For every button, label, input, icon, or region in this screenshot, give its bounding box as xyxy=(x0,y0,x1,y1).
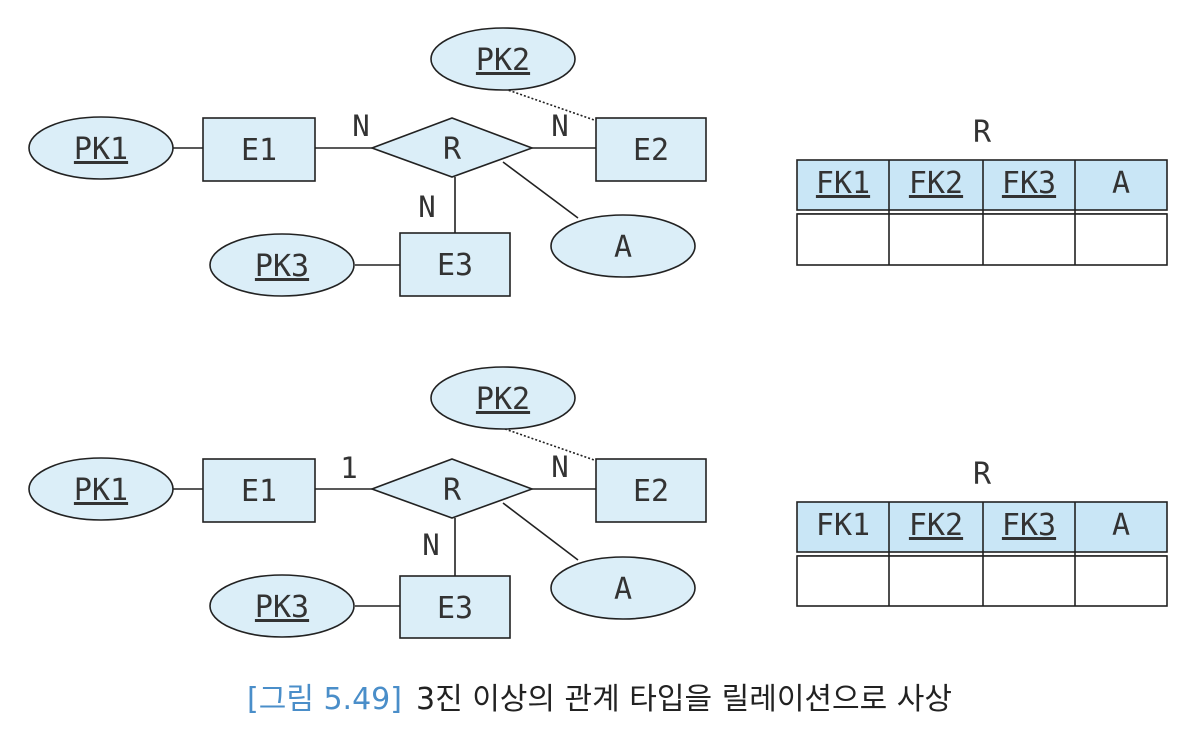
relation-table-2: R FK1 FK2 FK3 A xyxy=(796,457,1168,607)
entity-e3-label: E3 xyxy=(437,591,473,626)
column-fk2: FK2 xyxy=(909,508,963,543)
attribute-pk3-label: PK3 xyxy=(255,590,309,625)
entity-e1-label: E1 xyxy=(241,133,277,168)
column-fk1: FK1 xyxy=(816,508,870,543)
attribute-pk2-label: PK2 xyxy=(476,43,530,78)
entity-e2 xyxy=(595,117,707,182)
attribute-pk3 xyxy=(209,574,355,638)
column-fk3: FK3 xyxy=(1002,166,1056,201)
column-fk2: FK2 xyxy=(909,166,963,201)
attribute-a-label: A xyxy=(614,230,632,265)
attribute-pk2-label: PK2 xyxy=(476,382,530,417)
entity-e1 xyxy=(202,117,316,182)
attribute-pk3-label: PK3 xyxy=(255,249,309,284)
attribute-pk2 xyxy=(430,27,576,91)
cardinality-e3: N xyxy=(422,528,439,562)
cardinality-e2: N xyxy=(551,109,568,143)
table-name: R xyxy=(973,115,992,150)
cardinality-e1: N xyxy=(352,109,369,143)
column-a: A xyxy=(1112,166,1130,201)
attribute-pk1 xyxy=(28,116,174,180)
column-fk3: FK3 xyxy=(1002,508,1056,543)
relationship-r-label: R xyxy=(443,473,462,508)
er-diagram-2: PK1 PK2 PK3 A E1 E2 E3 R 1 N N xyxy=(28,366,707,639)
connector-r-a xyxy=(502,161,579,219)
cardinality-e1: 1 xyxy=(340,451,357,485)
connector-pk2-e2 xyxy=(504,428,598,462)
attribute-pk3 xyxy=(209,233,355,297)
entity-e1 xyxy=(202,458,316,523)
relationship-r-label: R xyxy=(443,132,462,167)
attribute-a-label: A xyxy=(614,572,632,607)
table-name: R xyxy=(973,457,992,492)
entity-e3-label: E3 xyxy=(437,248,473,283)
entity-e2-label: E2 xyxy=(633,474,669,509)
connector-r-a xyxy=(502,502,579,561)
table-row xyxy=(796,213,1168,266)
entity-e2 xyxy=(595,458,707,523)
entity-e1-label: E1 xyxy=(241,474,277,509)
er-diagram-1: PK1 PK2 PK3 A E1 E2 E3 R N N N xyxy=(28,27,707,297)
table-header xyxy=(796,159,1168,211)
column-a: A xyxy=(1112,508,1130,543)
relation-table-1: R FK1 FK2 FK3 A xyxy=(796,115,1168,266)
table-row xyxy=(796,555,1168,607)
attribute-pk2 xyxy=(430,366,576,430)
attribute-a xyxy=(550,556,696,620)
figure-title: 3진 이상의 관계 타입을 릴레이션으로 사상 xyxy=(415,682,952,717)
entity-e3 xyxy=(399,575,511,639)
attribute-a xyxy=(550,214,696,278)
attribute-pk1-label: PK1 xyxy=(74,473,128,508)
column-fk1: FK1 xyxy=(816,166,870,201)
relationship-r xyxy=(369,117,535,178)
figure-caption: [그림 5.49] 3진 이상의 관계 타입을 릴레이션으로 사상 xyxy=(0,674,1199,718)
cardinality-e3: N xyxy=(418,190,435,224)
figure-number: [그림 5.49] xyxy=(247,682,402,717)
table-header xyxy=(796,501,1168,553)
relationship-r xyxy=(369,458,535,519)
cardinality-e2: N xyxy=(551,450,568,484)
attribute-pk1 xyxy=(28,457,174,521)
entity-e2-label: E2 xyxy=(633,133,669,168)
attribute-pk1-label: PK1 xyxy=(74,132,128,167)
connector-pk2-e2 xyxy=(504,88,598,122)
entity-e3 xyxy=(399,232,511,297)
